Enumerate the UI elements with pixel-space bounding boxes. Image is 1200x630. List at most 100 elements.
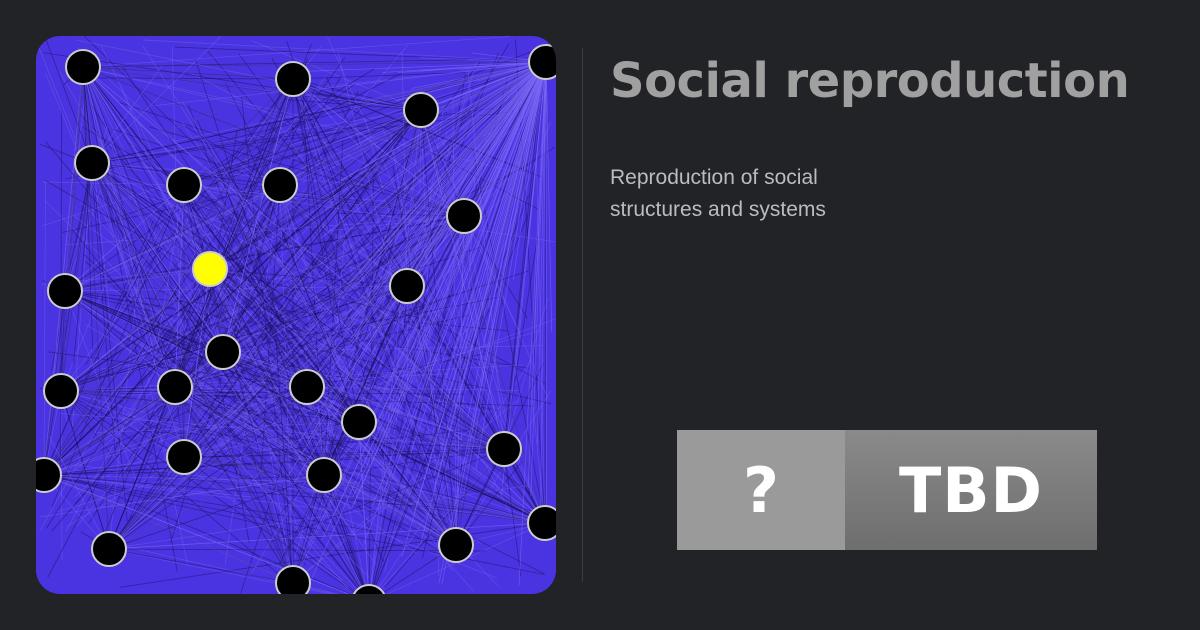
- graph-edge: [356, 61, 547, 285]
- graph-node: [74, 145, 110, 181]
- graph-edge: [174, 386, 505, 450]
- graph-edge: [174, 310, 364, 388]
- graph-edge: [287, 61, 547, 294]
- page-title: Social reproduction: [610, 53, 1130, 109]
- graph-edge: [382, 61, 547, 73]
- graph-edge: [438, 61, 547, 584]
- graph-edge: [183, 268, 211, 458]
- graph-edge: [64, 290, 176, 388]
- graph-edge: [375, 448, 505, 594]
- graph-edge: [60, 268, 211, 392]
- graph-node: [205, 334, 241, 370]
- graph-edge: [43, 66, 84, 476]
- graph-edge: [43, 474, 335, 511]
- graph-edge: [406, 285, 443, 403]
- graph-edge: [463, 61, 547, 491]
- network-graph: [36, 36, 556, 594]
- graph-edge: [369, 109, 422, 594]
- graph-edge: [212, 260, 325, 476]
- graph-edge: [108, 109, 422, 550]
- graph-edge: [43, 68, 88, 476]
- graph-nodes: [36, 44, 556, 594]
- graph-edge: [433, 61, 547, 476]
- graph-edge: [183, 456, 525, 520]
- graph-edge: [298, 61, 547, 230]
- graph-edge: [320, 61, 547, 239]
- graph-edge: [518, 61, 547, 586]
- graph-edge: [43, 386, 176, 471]
- graph-edge: [322, 61, 547, 204]
- graph-edge: [108, 548, 332, 594]
- graph-edge: [85, 261, 325, 476]
- graph-edge: [51, 184, 185, 508]
- graph-edge: [122, 66, 360, 423]
- graph-edge: [222, 351, 546, 524]
- graph-edge: [330, 61, 547, 298]
- graph-node: [341, 404, 377, 440]
- graph-edge: [353, 61, 547, 109]
- graph-edge: [279, 215, 465, 564]
- graph-edge: [436, 61, 547, 408]
- graph-edge: [413, 61, 547, 515]
- graph-node: [528, 44, 556, 80]
- graph-edge: [64, 290, 175, 309]
- graph-edge: [369, 105, 445, 594]
- graph-edge: [71, 229, 364, 594]
- graph-edge: [371, 61, 547, 508]
- graph-edge: [392, 165, 457, 546]
- graph-node: [43, 373, 79, 409]
- graph-edge: [184, 125, 281, 186]
- graph-edge: [174, 268, 211, 388]
- graph-edge: [43, 474, 253, 498]
- graph-edge: [91, 162, 365, 594]
- graph-node: [157, 369, 193, 405]
- graph-node: [275, 61, 311, 97]
- graph-edge: [455, 390, 552, 546]
- graph-edge: [92, 77, 294, 80]
- graph-node: [306, 457, 342, 493]
- badge-status-text: TBD: [845, 430, 1097, 550]
- graph-edge: [271, 57, 505, 450]
- graph-edge: [197, 120, 308, 388]
- graph-edge: [306, 386, 457, 546]
- graph-edge: [91, 65, 163, 164]
- graph-edge: [353, 61, 547, 506]
- graph-edge: [43, 458, 363, 476]
- graph-edge: [340, 61, 547, 219]
- graph-edge: [371, 121, 552, 594]
- graph-node: [166, 439, 202, 475]
- graph-edge: [339, 61, 547, 182]
- graph-edge: [107, 78, 505, 450]
- graph-edge: [174, 184, 185, 388]
- graph-edge: [253, 279, 325, 476]
- graph-node: [275, 565, 311, 594]
- graph-edge: [43, 52, 422, 111]
- graph-edge: [60, 279, 108, 392]
- graph-edge: [288, 361, 546, 524]
- graph-edge: [292, 421, 360, 584]
- graph-edge: [287, 61, 547, 477]
- graph-edge: [50, 162, 93, 372]
- graph-edge: [43, 456, 185, 476]
- graph-edge: [91, 162, 285, 474]
- graph-edge: [420, 109, 505, 450]
- graph-edge: [267, 440, 294, 584]
- page-subtitle: Reproduction of social structures and sy…: [610, 166, 826, 221]
- graph-edge: [161, 172, 465, 217]
- graph-node: [389, 268, 425, 304]
- graph-edge: [74, 351, 224, 498]
- graph-edge: [222, 78, 294, 353]
- graph-edge: [108, 548, 294, 584]
- graph-edge: [545, 61, 547, 521]
- graph-edge: [174, 88, 316, 388]
- graph-node: [262, 167, 298, 203]
- graph-edge: [530, 386, 546, 524]
- graph-edge: [43, 471, 167, 476]
- graph-edge: [306, 43, 510, 388]
- graph-edge: [530, 61, 547, 497]
- graph-edge: [323, 474, 457, 546]
- graph-edge: [85, 391, 359, 594]
- graph-edge: [317, 61, 547, 353]
- graph-edge: [183, 70, 406, 186]
- graph-edge: [82, 66, 205, 380]
